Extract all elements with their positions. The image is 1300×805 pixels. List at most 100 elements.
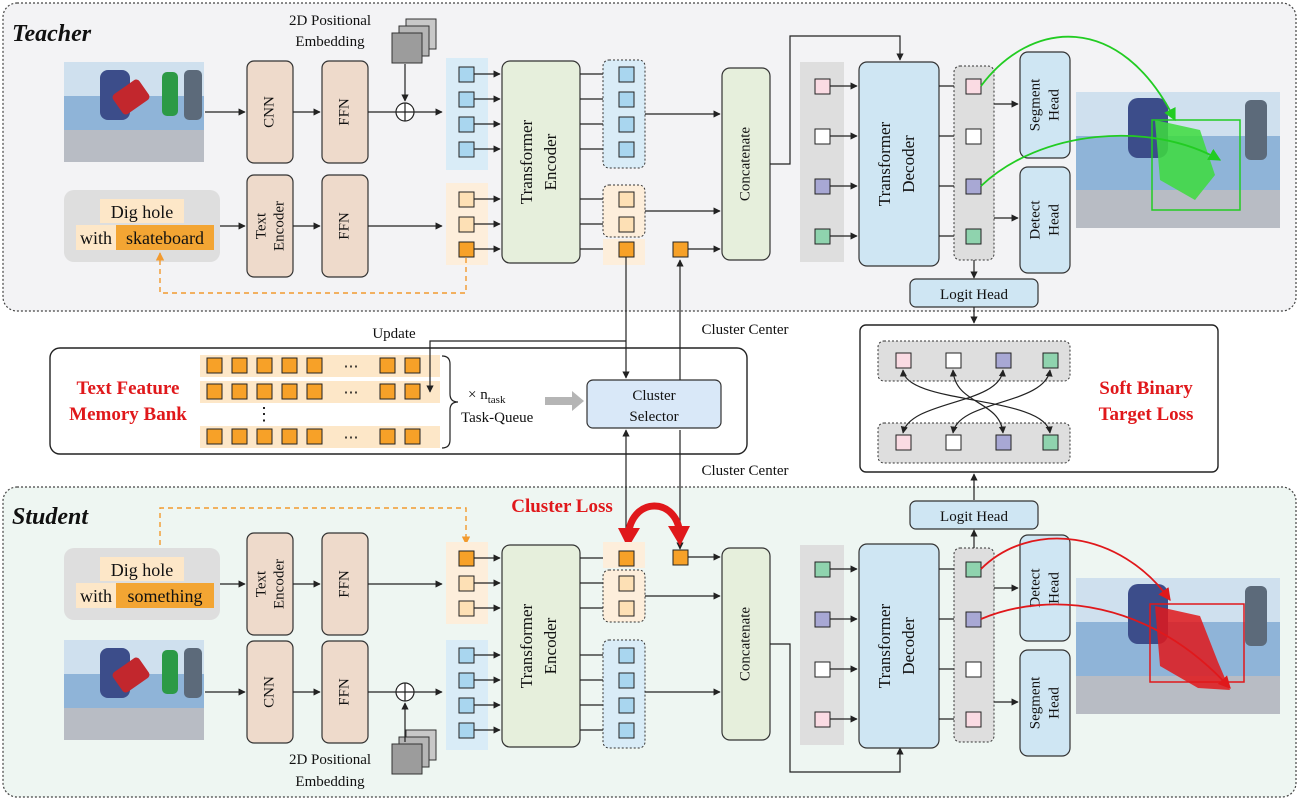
svg-text:Head: Head <box>1046 204 1062 236</box>
svg-text:Cluster: Cluster <box>632 388 675 404</box>
teacher-image-tokens <box>458 66 475 158</box>
teacher-query-arrows <box>830 82 858 240</box>
teacher-logit-head: Logit Head <box>909 278 1039 308</box>
svg-text:Decoder: Decoder <box>899 617 918 675</box>
soft-binary-matching-arrows <box>899 369 1053 434</box>
svg-text:Encoder: Encoder <box>271 201 287 251</box>
teacher-transformer-encoder: Transformer Encoder <box>501 60 581 264</box>
student-ffn-box-image: FFN <box>321 640 369 744</box>
student-label: Student <box>12 504 89 530</box>
teacher-cluster-center-token <box>672 241 689 258</box>
svg-text:Transformer: Transformer <box>875 603 894 688</box>
cluster-loss-arrow <box>624 502 684 544</box>
svg-text:Concatenate: Concatenate <box>737 607 753 681</box>
svg-text:Detect: Detect <box>1027 568 1043 608</box>
teacher-prompt-object: skateboard <box>126 228 204 248</box>
teacher-input-image <box>64 62 204 162</box>
teacher-plus-icon <box>395 102 415 122</box>
cluster-selector-box: Cluster Selector <box>586 379 722 429</box>
teacher-enc-out-text-tokens <box>618 191 635 258</box>
teacher-positional-embedding-icon <box>391 18 437 64</box>
student-prompt-object: something <box>128 586 203 606</box>
student-text-tokens <box>458 550 475 617</box>
teacher-text-encoder-box: Text Encoder <box>246 174 294 278</box>
soft-binary-top-tokens <box>895 352 1059 369</box>
student-plus-icon <box>395 682 415 702</box>
student-decoder-out-tokens <box>965 561 982 728</box>
teacher-ffn-box-text: FFN <box>321 174 369 278</box>
student-mask-arrow <box>980 603 1231 689</box>
student-text-encoder-box: Text Encoder <box>246 532 294 636</box>
queue-to-selector-arrow <box>545 391 584 411</box>
student-detect-head: Detect Head <box>1019 534 1071 642</box>
svg-text:CNN: CNN <box>261 676 277 708</box>
update-label: Update <box>372 326 416 342</box>
teacher-transformer-decoder: Transformer Decoder <box>858 61 940 267</box>
student-pos-embed-label-1: 2D Positional <box>289 752 371 768</box>
teacher-segment-head: Segment Head <box>1019 51 1071 159</box>
teacher-ffn-box-image: FFN <box>321 60 369 164</box>
svg-text:Segment: Segment <box>1027 78 1043 131</box>
teacher-output-image <box>1076 92 1280 228</box>
student-positional-embedding-icon <box>391 729 437 775</box>
student-prompt-line1: Dig hole <box>111 560 174 580</box>
memory-bank-rows <box>200 355 440 448</box>
student-enc-out-image-tokens <box>618 647 635 739</box>
memory-bank-brace <box>441 355 459 449</box>
student-ffn-box-text: FFN <box>321 532 369 636</box>
soft-binary-bottom-tokens <box>895 434 1059 451</box>
teacher-prompt-with: with <box>80 228 112 248</box>
student-input-image <box>64 640 204 740</box>
student-prompt-with: with <box>80 586 112 606</box>
svg-text:FFN: FFN <box>336 570 352 598</box>
teacher-pos-embed-label-2: Embedding <box>295 34 365 50</box>
svg-text:Concatenate: Concatenate <box>737 127 753 201</box>
student-transformer-decoder: Transformer Decoder <box>858 543 940 749</box>
svg-text:Head: Head <box>1046 687 1062 719</box>
svg-text:Encoder: Encoder <box>271 559 287 609</box>
teacher-text-token-arrows <box>474 195 501 253</box>
student-logit-head: Logit Head <box>909 500 1039 530</box>
cluster-center-label-top: Cluster Center <box>701 322 788 338</box>
student-text-token-arrows <box>474 554 501 612</box>
student-concatenate-box: Concatenate <box>721 547 771 741</box>
teacher-query-tokens <box>814 78 831 245</box>
times-n-label: × ntask <box>468 387 506 406</box>
svg-text:FFN: FFN <box>336 678 352 706</box>
teacher-mask-arrow <box>980 35 1176 122</box>
svg-text:Encoder: Encoder <box>541 617 560 674</box>
teacher-enc-out-image-tokens <box>618 66 635 158</box>
svg-text:Logit Head: Logit Head <box>940 287 1008 303</box>
teacher-label: Teacher <box>12 21 92 47</box>
teacher-decoder-out-tokens <box>965 78 982 245</box>
svg-text:FFN: FFN <box>336 98 352 126</box>
teacher-dashed-link <box>155 252 467 294</box>
student-box-arrow <box>980 537 1171 602</box>
teacher-concatenate-box: Concatenate <box>721 67 771 261</box>
teacher-image-token-arrows <box>474 70 501 153</box>
teacher-enc-out-image-column <box>602 59 646 169</box>
student-output-image <box>1076 578 1280 714</box>
student-enc-out-image-column <box>602 639 646 749</box>
student-enc-out-text-tokens <box>618 550 635 617</box>
teacher-prompt-line1: Dig hole <box>111 202 174 222</box>
svg-text:CNN: CNN <box>261 96 277 128</box>
memory-ellipsis-3: ⋯ <box>344 430 359 446</box>
svg-text:Detect: Detect <box>1027 200 1043 240</box>
memory-ellipsis-1: ⋯ <box>344 359 359 375</box>
svg-text:Head: Head <box>1046 89 1062 121</box>
svg-text:Transformer: Transformer <box>875 121 894 206</box>
student-dashed-link <box>159 507 471 545</box>
svg-text:Text: Text <box>253 212 269 239</box>
teacher-box-arrow <box>980 134 1222 187</box>
svg-text:Decoder: Decoder <box>899 135 918 193</box>
memory-vertical-ellipsis: ⋮ <box>255 404 273 424</box>
student-cnn-box: CNN <box>246 640 294 744</box>
student-transformer-encoder: Transformer Encoder <box>501 544 581 748</box>
teacher-decoder-out-column <box>953 65 995 261</box>
student-pos-embed-label-2: Embedding <box>295 774 365 790</box>
student-segment-head: Segment Head <box>1019 649 1071 757</box>
task-queue-label: Task-Queue <box>461 410 534 426</box>
svg-text:Transformer: Transformer <box>517 603 536 688</box>
